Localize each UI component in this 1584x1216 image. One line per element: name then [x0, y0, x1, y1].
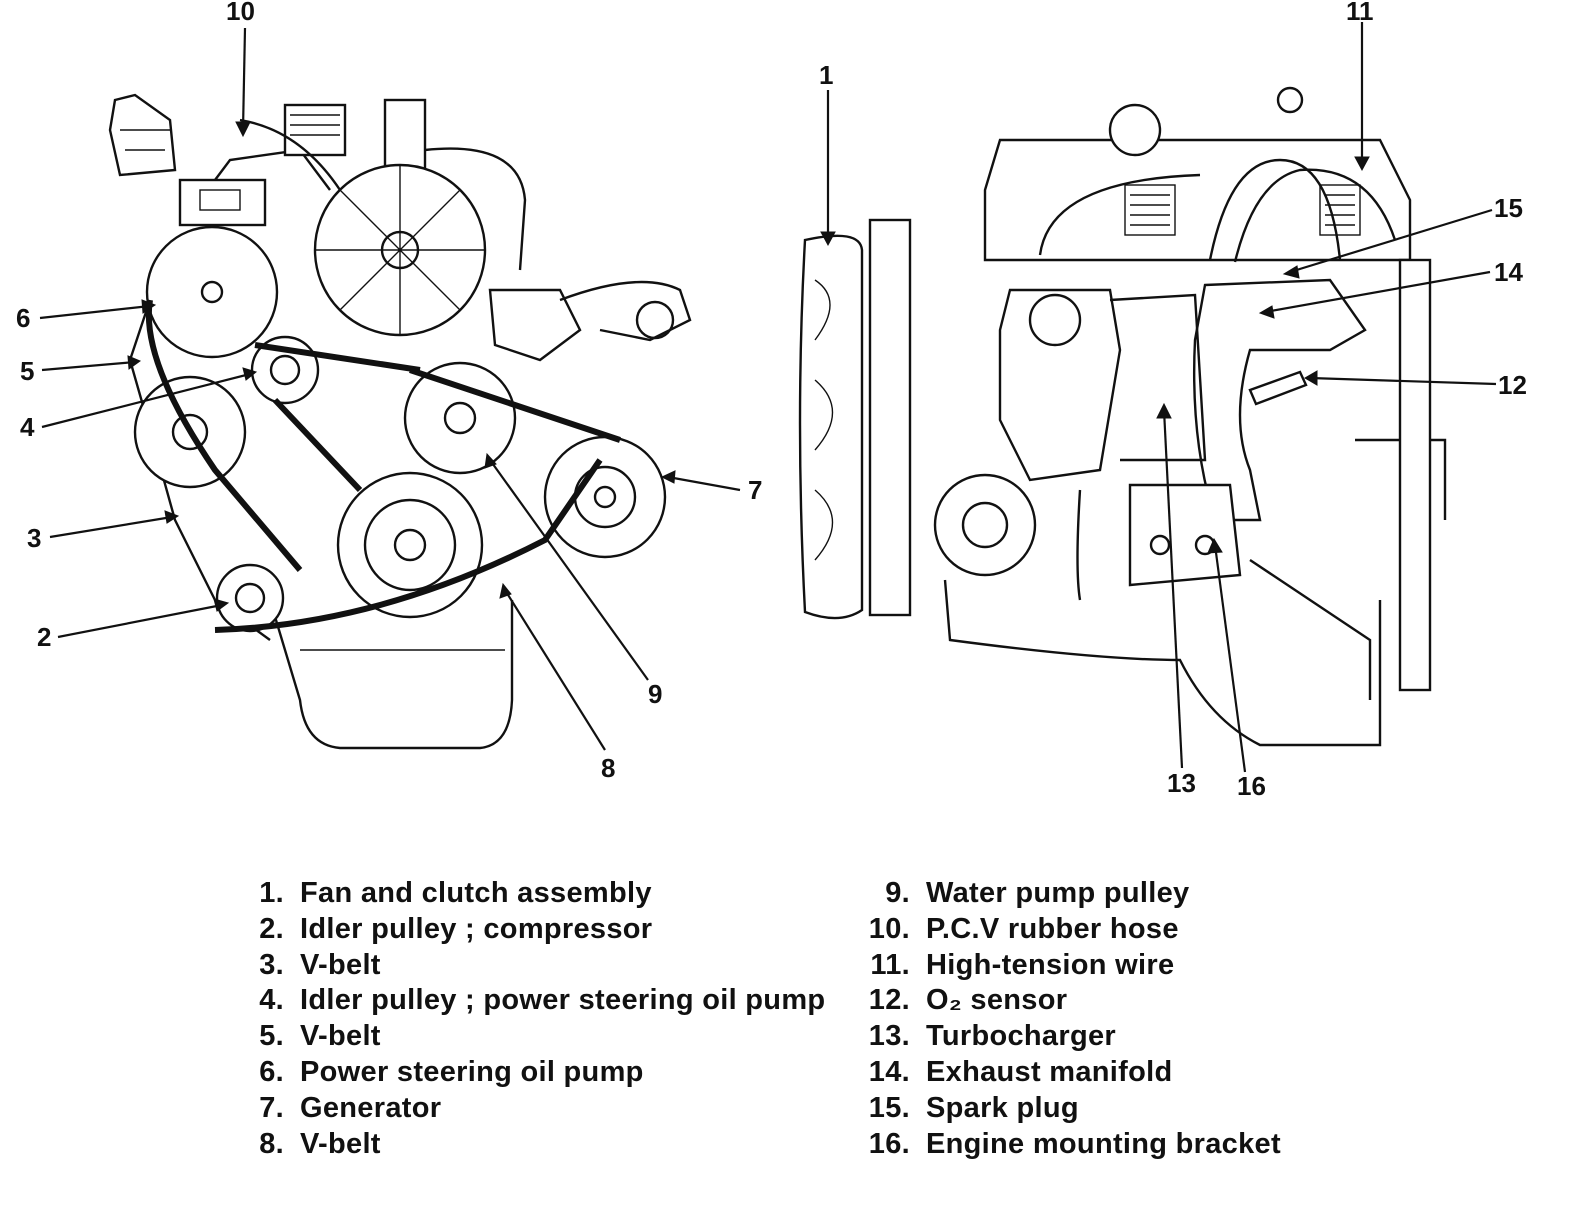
callout-16: 16 — [1237, 771, 1266, 801]
legend-item-5: 5.V-belt — [259, 1020, 381, 1053]
callout-4: 4 — [20, 412, 35, 442]
legend-item-16: 16.Engine mounting bracket — [868, 1127, 1281, 1160]
legend-item-14: 14.Exhaust manifold — [868, 1055, 1173, 1088]
legend-item-9: 9.Water pump pulley — [885, 877, 1190, 909]
leader-lines — [39, 22, 1497, 773]
legend-item-10: 10.P.C.V rubber hose — [868, 912, 1179, 945]
legend-item-7: 7.Generator — [259, 1091, 442, 1124]
legend-item-15: 15.Spark plug — [868, 1091, 1079, 1124]
legend-item-11: 11.High-tension wire — [870, 948, 1175, 981]
front-engine-view — [108, 93, 692, 750]
legend-right-column: 9.Water pump pulley 10.P.C.V rubber hose… — [858, 876, 1281, 1162]
callout-9: 9 — [648, 679, 662, 709]
legend-item-3: 3.V-belt — [259, 948, 381, 981]
callout-1: 1 — [819, 60, 833, 90]
callout-8: 8 — [601, 753, 615, 783]
callout-5: 5 — [20, 356, 34, 386]
legend-item-4: 4.Idler pulley ; power steering oil pump — [259, 984, 826, 1017]
legend-item-13: 13.Turbocharger — [868, 1020, 1116, 1053]
side-engine-view — [798, 86, 1447, 747]
callout-13: 13 — [1167, 768, 1196, 798]
callout-labels: 10 6 5 4 3 2 7 9 8 1 11 15 14 12 13 16 — [16, 0, 1527, 801]
legend-item-1: 1.Fan and clutch assembly — [259, 877, 652, 909]
callout-6: 6 — [16, 303, 30, 333]
callout-14: 14 — [1494, 257, 1523, 287]
callout-11: 11 — [1346, 0, 1374, 26]
callout-2: 2 — [37, 622, 51, 652]
callout-3: 3 — [27, 523, 41, 553]
legend-item-8: 8.V-belt — [259, 1127, 381, 1160]
legend-left-column: 1.Fan and clutch assembly 2.Idler pulley… — [232, 876, 825, 1162]
callout-7: 7 — [748, 475, 762, 505]
callout-12: 12 — [1498, 370, 1527, 400]
legend-item-2: 2.Idler pulley ; compressor — [259, 912, 653, 945]
callout-10: 10 — [226, 0, 255, 26]
callout-15: 15 — [1494, 193, 1523, 223]
legend-item-6: 6.Power steering oil pump — [259, 1055, 644, 1088]
legend-item-12: 12.O₂ sensor — [868, 984, 1068, 1017]
